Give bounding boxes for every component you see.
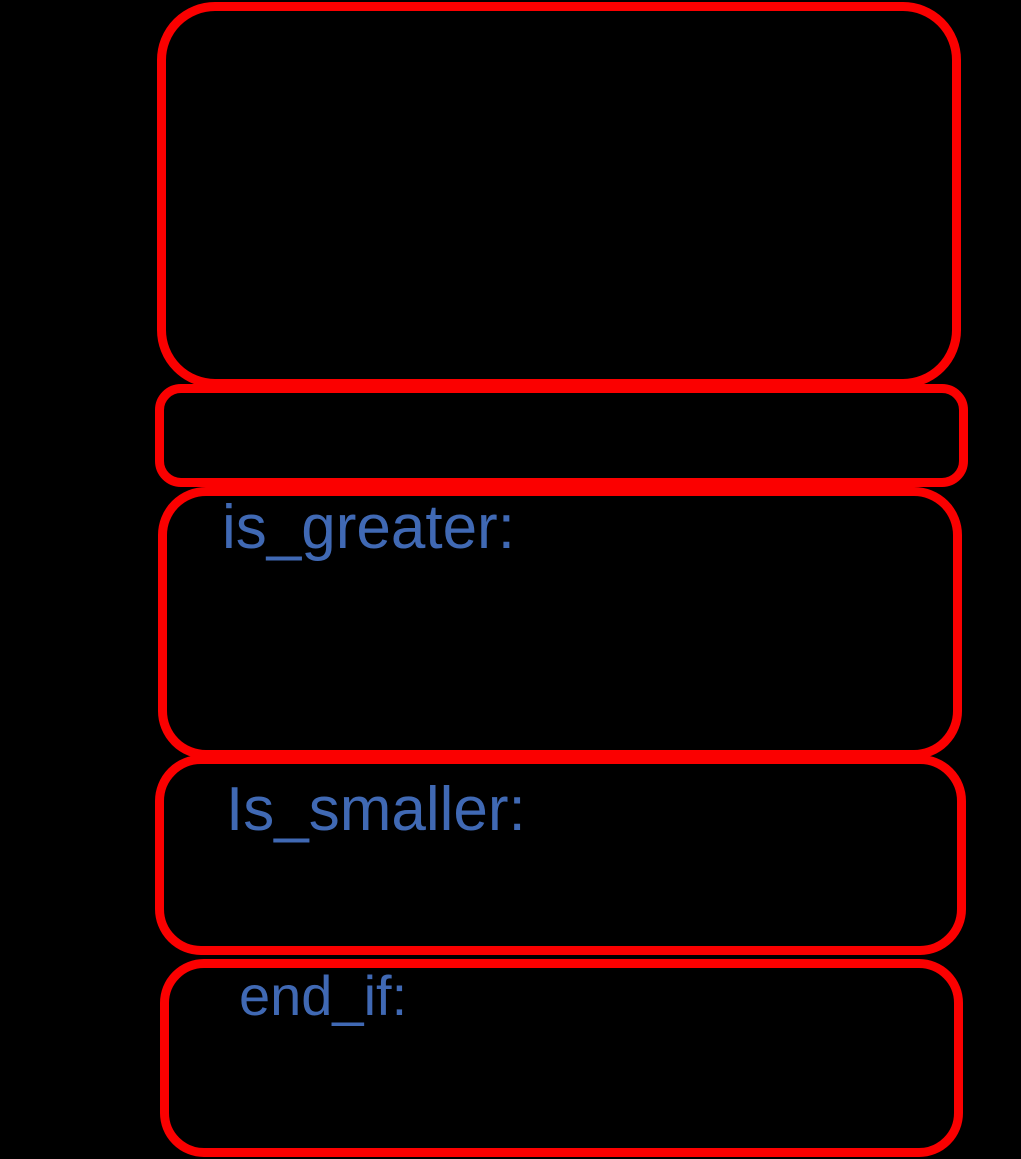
annotation-box-4: Is_smaller: <box>155 755 966 955</box>
annotation-box-3: is_greater: <box>158 487 962 759</box>
label-is-greater: is_greater: <box>222 493 515 562</box>
annotation-box-1 <box>157 2 961 388</box>
annotation-box-5: end_if: <box>160 959 963 1157</box>
label-is-smaller: Is_smaller: <box>226 775 526 844</box>
label-end-if: end_if: <box>239 964 408 1027</box>
annotation-box-2 <box>155 384 968 487</box>
